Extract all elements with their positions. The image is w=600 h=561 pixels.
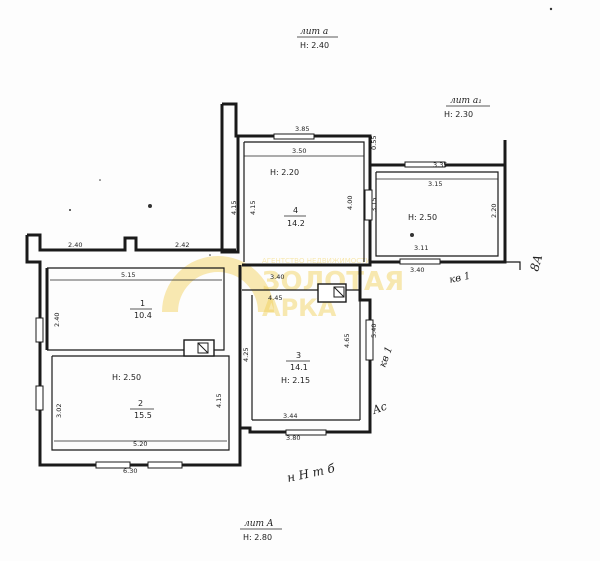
room-3-area: 14.1 <box>290 363 308 372</box>
dim-room3-bottom-outer: 3.80 <box>286 434 300 442</box>
dim-vert-room4-right: 4.00 <box>346 196 354 210</box>
handwritten-note-bottom: н Н т б <box>286 461 337 485</box>
room1-outline <box>47 267 225 351</box>
stove-room1 <box>183 339 215 357</box>
dim-room3-bottom-inner: 3.44 <box>283 412 297 420</box>
apartment-label-annex: кв 1 <box>448 271 471 286</box>
stove-room3 <box>317 283 347 303</box>
room-2-height: H: 2.50 <box>112 373 141 382</box>
window <box>399 258 441 265</box>
window <box>273 133 315 140</box>
liter-bottom: лит A H: 2.80 <box>240 519 282 542</box>
apartment-label-room3: кв 1 <box>377 345 395 369</box>
watermark-arch <box>162 256 274 313</box>
room-2-id: 2 <box>138 399 143 408</box>
wall-stub-left-upper <box>220 102 240 254</box>
dimensions: 3.85 3.50 3.35 3.15 3.11 3.40 2.40 2.42 … <box>50 125 498 475</box>
room-3-height: H: 2.15 <box>281 376 310 385</box>
dim-right-top-inner: 3.15 <box>428 180 442 188</box>
window <box>404 161 446 168</box>
room-4-area: 14.2 <box>287 219 305 228</box>
window <box>147 461 183 469</box>
dim-vert-room3-outer: 5.40 <box>370 324 378 338</box>
dim-top-outer: 3.85 <box>295 125 309 133</box>
liter-top: лит а H: 2.40 <box>297 27 338 50</box>
window <box>35 385 44 411</box>
dim-room3-top: 3.40 <box>270 273 284 281</box>
liter-right-name: лит а₁ <box>450 96 482 106</box>
dim-room1-top: 5.15 <box>121 271 135 279</box>
room-4: H: 2.20 4 14.2 <box>270 168 306 228</box>
wall-left-block <box>25 235 242 467</box>
dim-left-top-a: 2.40 <box>68 241 82 249</box>
room-1-area: 10.4 <box>134 311 152 320</box>
windows <box>35 133 446 469</box>
dim-room2-bottom-outer: 6.30 <box>123 467 137 475</box>
annex-inner <box>375 171 499 257</box>
scan-noise <box>69 7 553 256</box>
room-annex: H: 2.50 <box>408 213 437 222</box>
room-2: H: 2.50 2 15.5 <box>112 373 154 420</box>
room-4-height: H: 2.20 <box>270 168 299 177</box>
room-annex-height: H: 2.50 <box>408 213 437 222</box>
dim-top-inner: 3.50 <box>292 147 306 155</box>
dim-vert-annex: 2.20 <box>490 204 498 218</box>
room-1-id: 1 <box>140 299 145 308</box>
dim-room2-bottom-inner: 5.20 <box>133 440 147 448</box>
liter-bottom-name: лит A <box>244 519 274 529</box>
room2-outline <box>51 355 230 451</box>
window <box>365 319 374 361</box>
watermark-line1: АГЕНТСТВО НЕДВИЖИМОСТИ <box>262 257 371 265</box>
dim-vert-left-upper: 4.15 <box>230 201 238 215</box>
dim-right-bottom-inner: 3.11 <box>414 244 428 252</box>
liter-bottom-height: H: 2.80 <box>243 533 272 542</box>
handwritten-note-mid: Ас <box>370 400 389 418</box>
dim-room3-mid: 4.45 <box>268 294 282 302</box>
room-4-id: 4 <box>293 206 298 215</box>
dim-right-top-outer: 3.35 <box>433 161 447 169</box>
room-2-area: 15.5 <box>134 411 152 420</box>
window <box>95 461 131 469</box>
window <box>35 317 44 343</box>
window <box>285 429 327 436</box>
dim-vert-small: 0.55 <box>370 136 378 150</box>
liter-top-name: лит а <box>300 27 328 37</box>
dim-vert-room3-right: 4.65 <box>343 334 351 348</box>
window <box>364 189 373 221</box>
dim-vert-right-a: 3.15 <box>370 198 378 212</box>
room-1: 1 10.4 <box>130 299 152 320</box>
room-3-id: 3 <box>296 351 301 360</box>
dim-vert-room2-right: 4.15 <box>215 394 223 408</box>
dim-vert-room3-left: 4.25 <box>242 348 250 362</box>
liter-top-height: H: 2.40 <box>300 41 329 50</box>
dim-right-bottom-outer: 3.40 <box>410 266 424 274</box>
dim-vert-room2-left: 3.02 <box>55 404 63 418</box>
room4-inner <box>244 141 365 262</box>
handwritten-note-right: 8А <box>527 253 545 273</box>
liter-right-height: H: 2.30 <box>444 110 473 119</box>
dim-vert-room1-left: 2.40 <box>53 313 61 327</box>
room-3: 3 14.1 H: 2.15 <box>281 351 310 385</box>
wall-top-left <box>27 233 236 252</box>
dim-vert-room4-left: 4.15 <box>249 201 257 215</box>
liter-right: лит а₁ H: 2.30 <box>444 96 490 119</box>
dim-left-top-b: 2.42 <box>175 241 189 249</box>
